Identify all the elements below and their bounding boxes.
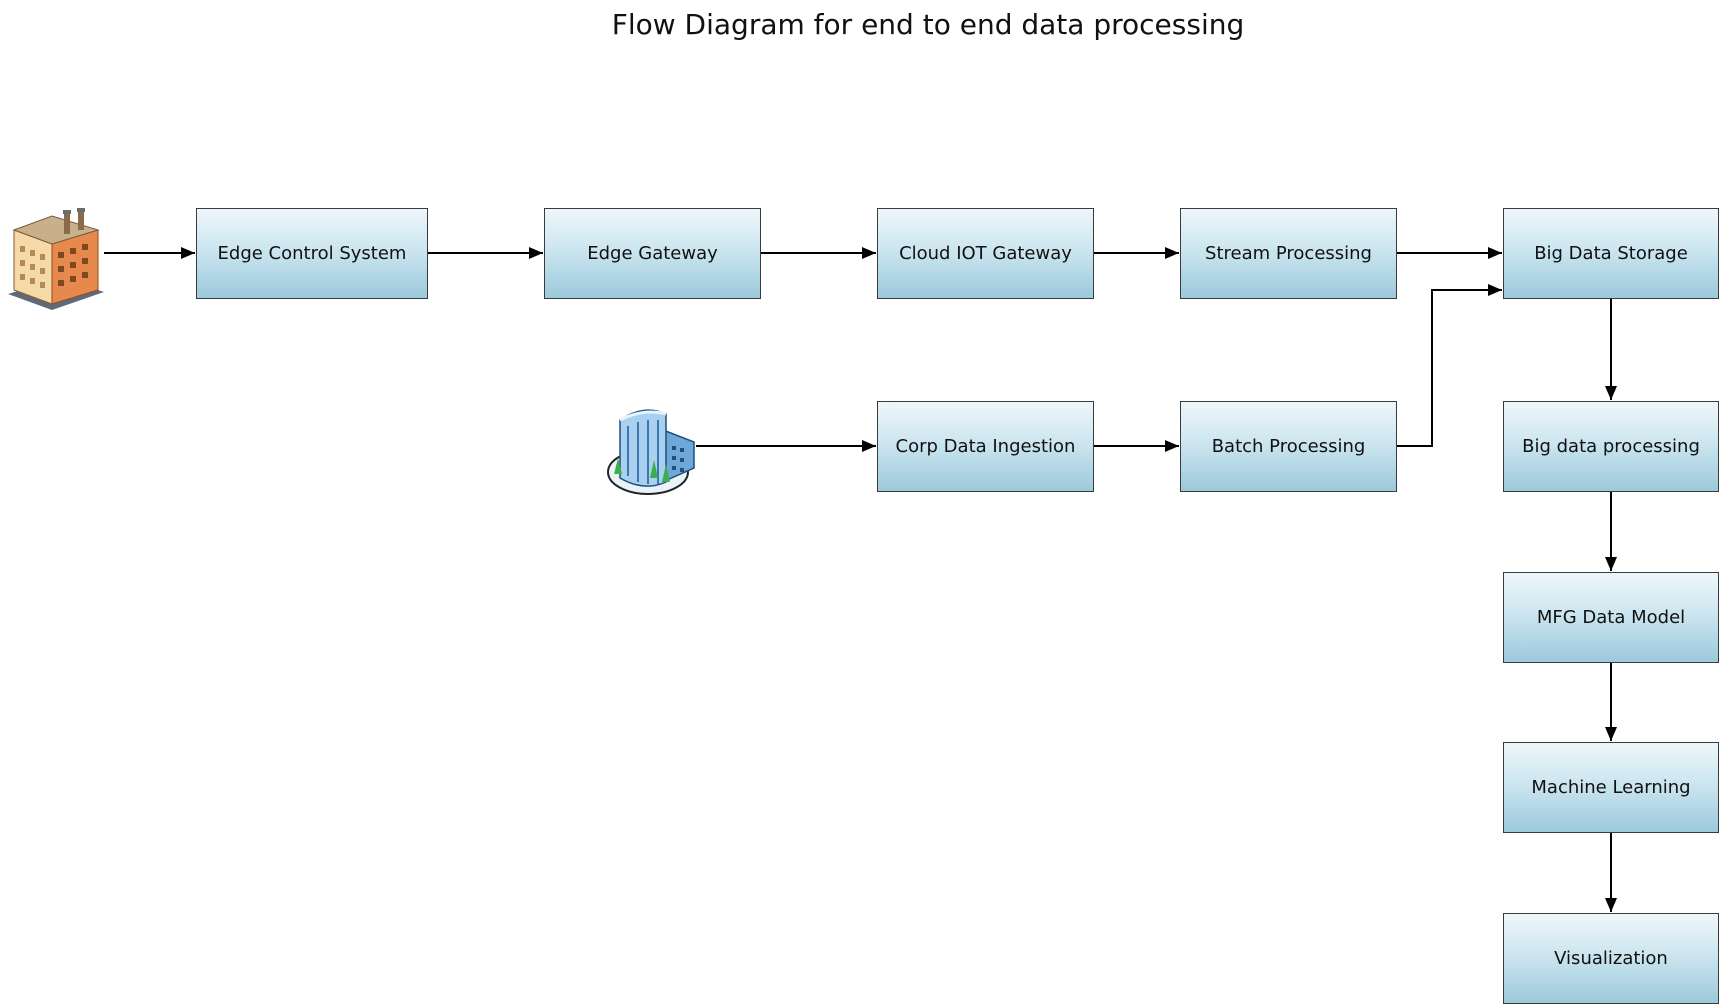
- node-stream-processing: Stream Processing: [1180, 208, 1397, 299]
- node-big-data-processing: Big data processing: [1503, 401, 1719, 492]
- node-mfg-data-model: MFG Data Model: [1503, 572, 1719, 663]
- node-machine-learning: Machine Learning: [1503, 742, 1719, 833]
- node-big-data-storage: Big Data Storage: [1503, 208, 1719, 299]
- node-visualization: Visualization: [1503, 913, 1719, 1004]
- factory-icon: [8, 208, 104, 310]
- office-building-icon: [607, 409, 695, 495]
- node-batch-processing: Batch Processing: [1180, 401, 1397, 492]
- node-corp-data-ingestion: Corp Data Ingestion: [877, 401, 1094, 492]
- node-edge-control-system: Edge Control System: [196, 208, 428, 299]
- node-cloud-iot-gateway: Cloud IOT Gateway: [877, 208, 1094, 299]
- node-edge-gateway: Edge Gateway: [544, 208, 761, 299]
- edge-batch-to-big-storage: [1396, 284, 1502, 447]
- diagram-title: Flow Diagram for end to end data process…: [611, 8, 1245, 41]
